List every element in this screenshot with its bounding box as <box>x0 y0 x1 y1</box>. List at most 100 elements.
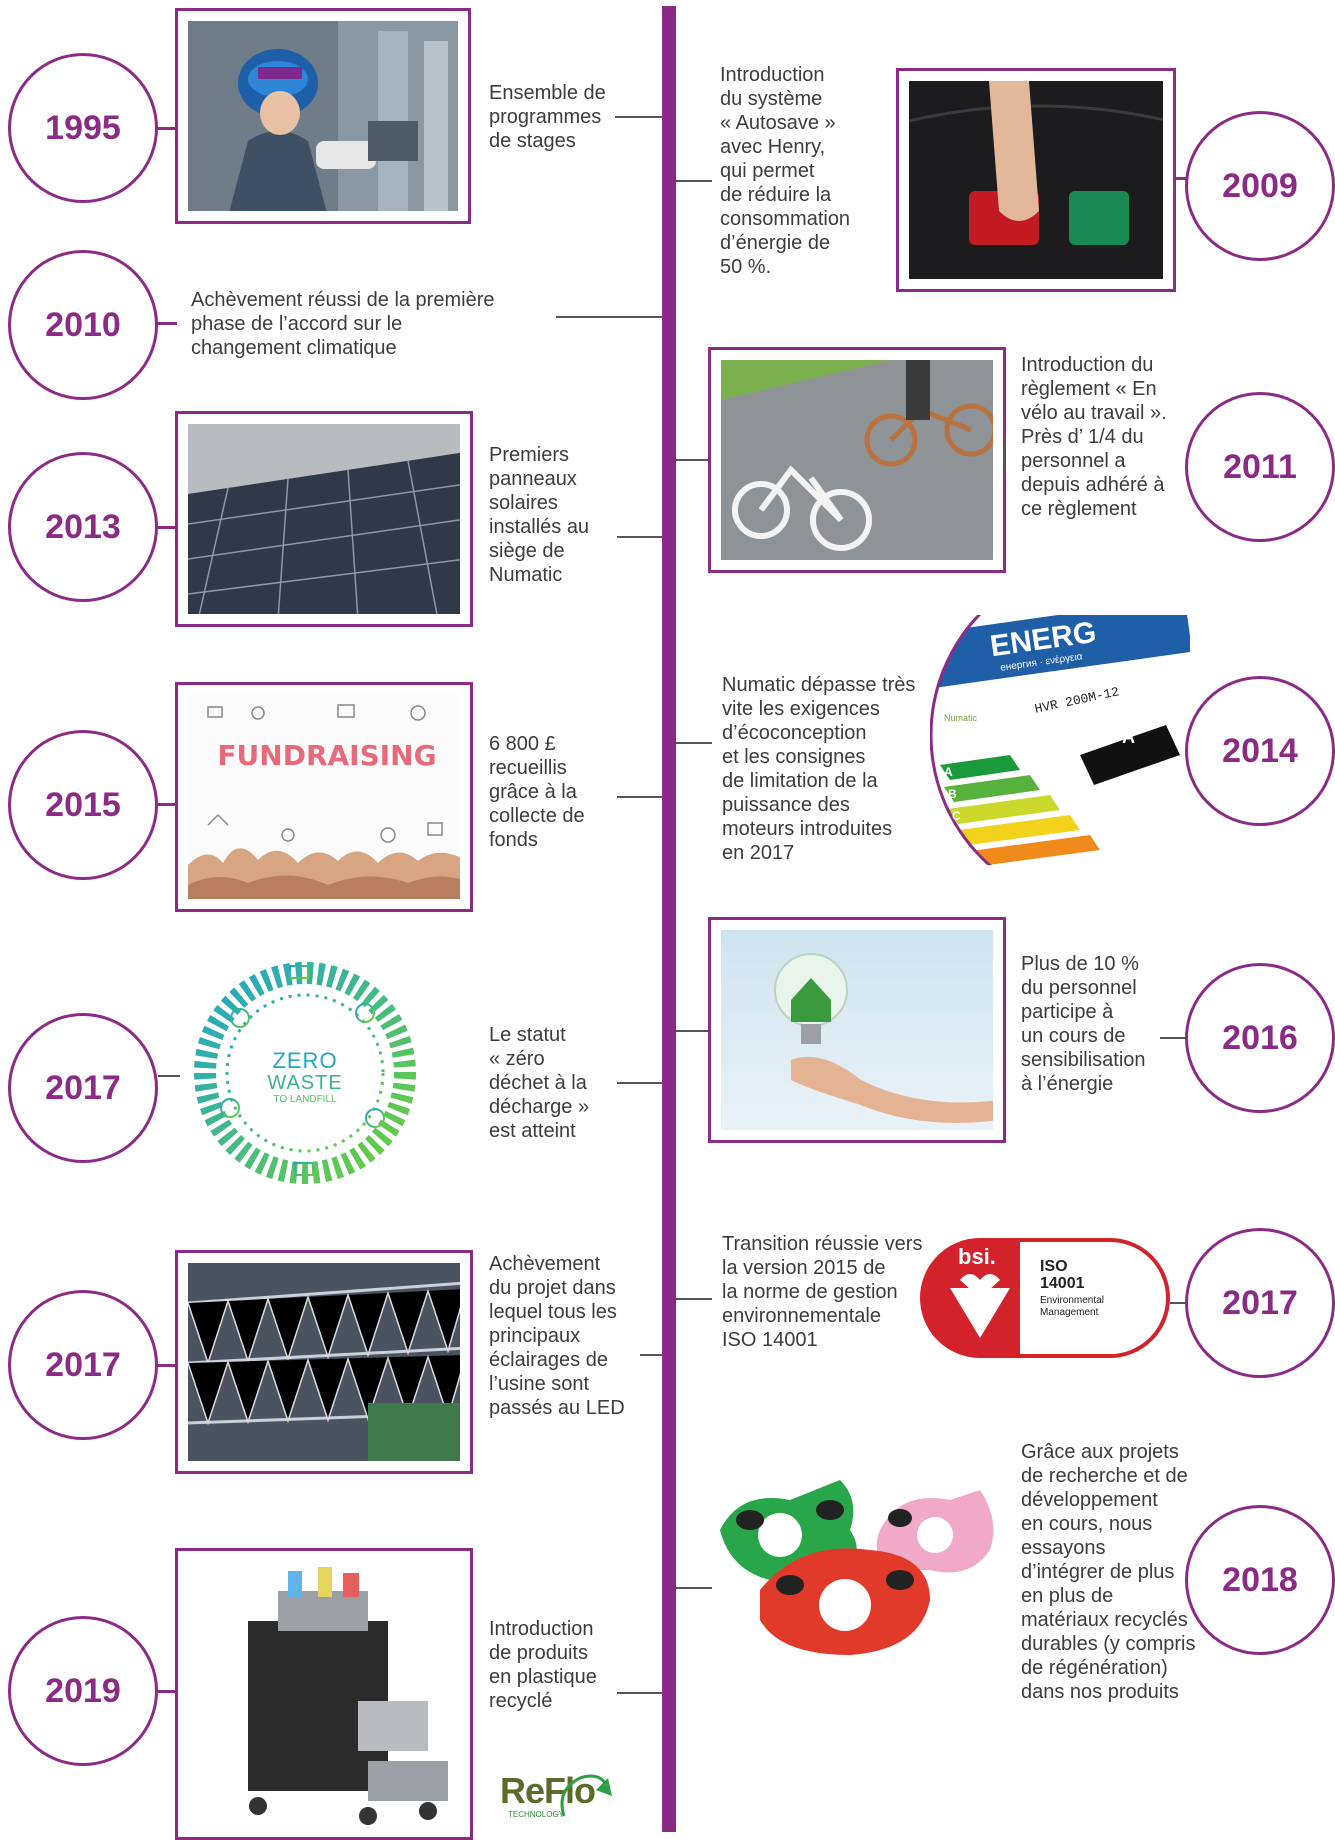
text-line: ISO 14001 <box>722 1329 818 1351</box>
connector <box>155 803 177 806</box>
text-line: environnementale <box>722 1305 881 1327</box>
text-line: la version 2015 de <box>722 1257 886 1279</box>
connector <box>1160 1037 1186 1039</box>
text-line: recyclé <box>489 1690 553 1712</box>
text-line: éclairages de <box>489 1349 608 1371</box>
text-line: qui permet <box>720 160 815 182</box>
text-line: programmes <box>489 106 602 128</box>
text-line: Introduction du <box>1021 354 1154 376</box>
text-line: vélo au travail ». <box>1021 402 1167 424</box>
event-text-2018: Grâce aux projets de recherche et de dév… <box>1021 1440 1196 1704</box>
event-text-2019: Introduction de produits en plastique re… <box>489 1617 597 1713</box>
event-text-2013: Premiers panneaux solaires installés au … <box>489 443 589 587</box>
text-line: vite les exigences <box>722 698 880 720</box>
text-line: déchet à la <box>489 1072 587 1094</box>
text-line: 50 %. <box>720 256 772 278</box>
event-text-2017-zero-waste: Le statut « zéro déchet à la décharge » … <box>489 1023 589 1143</box>
text-line: « zéro <box>489 1048 545 1070</box>
zero-waste-word2: WASTE <box>267 1072 343 1094</box>
text-line: d’énergie de <box>720 232 831 254</box>
connector <box>676 1030 708 1032</box>
text-line: dans nos produits <box>1021 1681 1179 1703</box>
year-badge-2013: 2013 <box>8 452 158 602</box>
text-line: puissance des <box>722 794 850 816</box>
text-line: depuis adhéré à <box>1021 474 1165 496</box>
text-line: de réduire la <box>720 184 832 206</box>
connector <box>158 1075 180 1077</box>
text-line: changement climatique <box>191 337 397 359</box>
text-line: consommation <box>720 208 851 230</box>
year-badge-2010: 2010 <box>8 250 158 400</box>
event-text-2011: Introduction du règlement « En vélo au t… <box>1021 353 1167 521</box>
text-line: participe à <box>1021 1001 1114 1023</box>
text-line: de limitation de la <box>722 770 878 792</box>
text-line: en 2017 <box>722 842 795 864</box>
text-line: ce règlement <box>1021 498 1137 520</box>
iso-line1: Environmental <box>1040 1295 1104 1306</box>
iso-number: 14001 <box>1040 1275 1085 1292</box>
year-badge-2017-iso: 2017 <box>1185 1228 1335 1378</box>
energy-class-c: C <box>952 809 961 823</box>
text-line: développement <box>1021 1489 1158 1511</box>
text-line: personnel a <box>1021 450 1126 472</box>
text-line: Près d’ 1/4 du <box>1021 426 1144 448</box>
event-text-2017-led: Achèvement du projet dans lequel tous le… <box>489 1252 625 1420</box>
text-line: de produits <box>489 1642 588 1664</box>
year-badge-2017-zero-waste: 2017 <box>8 1013 158 1163</box>
connector <box>617 1082 662 1084</box>
text-line: un cours de <box>1021 1025 1126 1047</box>
text-line: essayons <box>1021 1537 1106 1559</box>
energy-class-b: B <box>948 787 957 801</box>
text-line: Introduction <box>489 1618 594 1640</box>
text-line: Premiers <box>489 444 570 466</box>
event-text-1995: Ensemble de programmes de stages <box>489 81 606 153</box>
text-line: installés au <box>489 516 590 538</box>
event-text-2017-iso: Transition réussie vers la version 2015 … <box>722 1232 922 1352</box>
photo-welder <box>175 8 471 224</box>
zero-waste-logo: ZERO WASTE TO LANDFILL <box>190 958 420 1188</box>
text-line: Le statut <box>489 1024 566 1046</box>
text-line: à l’énergie <box>1021 1073 1114 1095</box>
zero-waste-word1: ZERO <box>272 1048 338 1073</box>
bsi-logo: bsi. <box>958 1244 996 1269</box>
connector <box>676 180 712 182</box>
connector <box>617 796 662 798</box>
text-line: en plastique <box>489 1666 597 1688</box>
text-line: d’écoconception <box>722 722 867 744</box>
text-line: recueillis <box>489 757 567 779</box>
connector <box>1003 440 1005 470</box>
year-badge-2019: 2019 <box>8 1616 158 1766</box>
text-line: moteurs introduites <box>722 818 893 840</box>
year-badge-2009: 2009 <box>1185 111 1335 261</box>
text-line: du personnel <box>1021 977 1137 999</box>
photo-light-bulb <box>708 917 1006 1143</box>
text-line: en plus de <box>1021 1585 1114 1607</box>
text-line: du projet dans <box>489 1277 616 1299</box>
connector <box>155 322 177 325</box>
text-line: de stages <box>489 130 576 152</box>
text-line: 6 800 £ <box>489 733 556 755</box>
photo-cleaning-trolley <box>175 1548 473 1840</box>
zero-waste-word3: TO LANDFILL <box>273 1094 337 1105</box>
year-badge-2015: 2015 <box>8 730 158 880</box>
photo-led-ceiling <box>175 1250 473 1474</box>
energy-label-rating: A <box>1122 727 1135 747</box>
photo-cycle-to-work <box>708 347 1006 573</box>
energy-label: ENERG енергия · ενέργεια HVR 200M-12 A A… <box>930 615 1190 865</box>
photo-fundraising: FUNDRAISING <box>175 682 473 912</box>
event-text-2010: Achèvement réussi de la première phase d… <box>191 288 494 360</box>
text-line: Introduction <box>720 64 825 86</box>
text-line: d’intégrer de plus <box>1021 1561 1175 1583</box>
text-line: de régénération) <box>1021 1657 1168 1679</box>
text-line: sensibilisation <box>1021 1049 1146 1071</box>
text-line: Numatic <box>489 564 563 586</box>
iso-line2: Management <box>1040 1307 1099 1318</box>
energy-class-a: A <box>944 765 953 779</box>
connector <box>676 1587 712 1589</box>
text-line: l’usine sont <box>489 1373 590 1395</box>
timeline-axis <box>662 6 676 1832</box>
text-line: Grâce aux projets <box>1021 1441 1179 1463</box>
connector <box>615 116 662 118</box>
photo-autosave-switch <box>896 68 1176 292</box>
text-line: matériaux recyclés <box>1021 1609 1188 1631</box>
